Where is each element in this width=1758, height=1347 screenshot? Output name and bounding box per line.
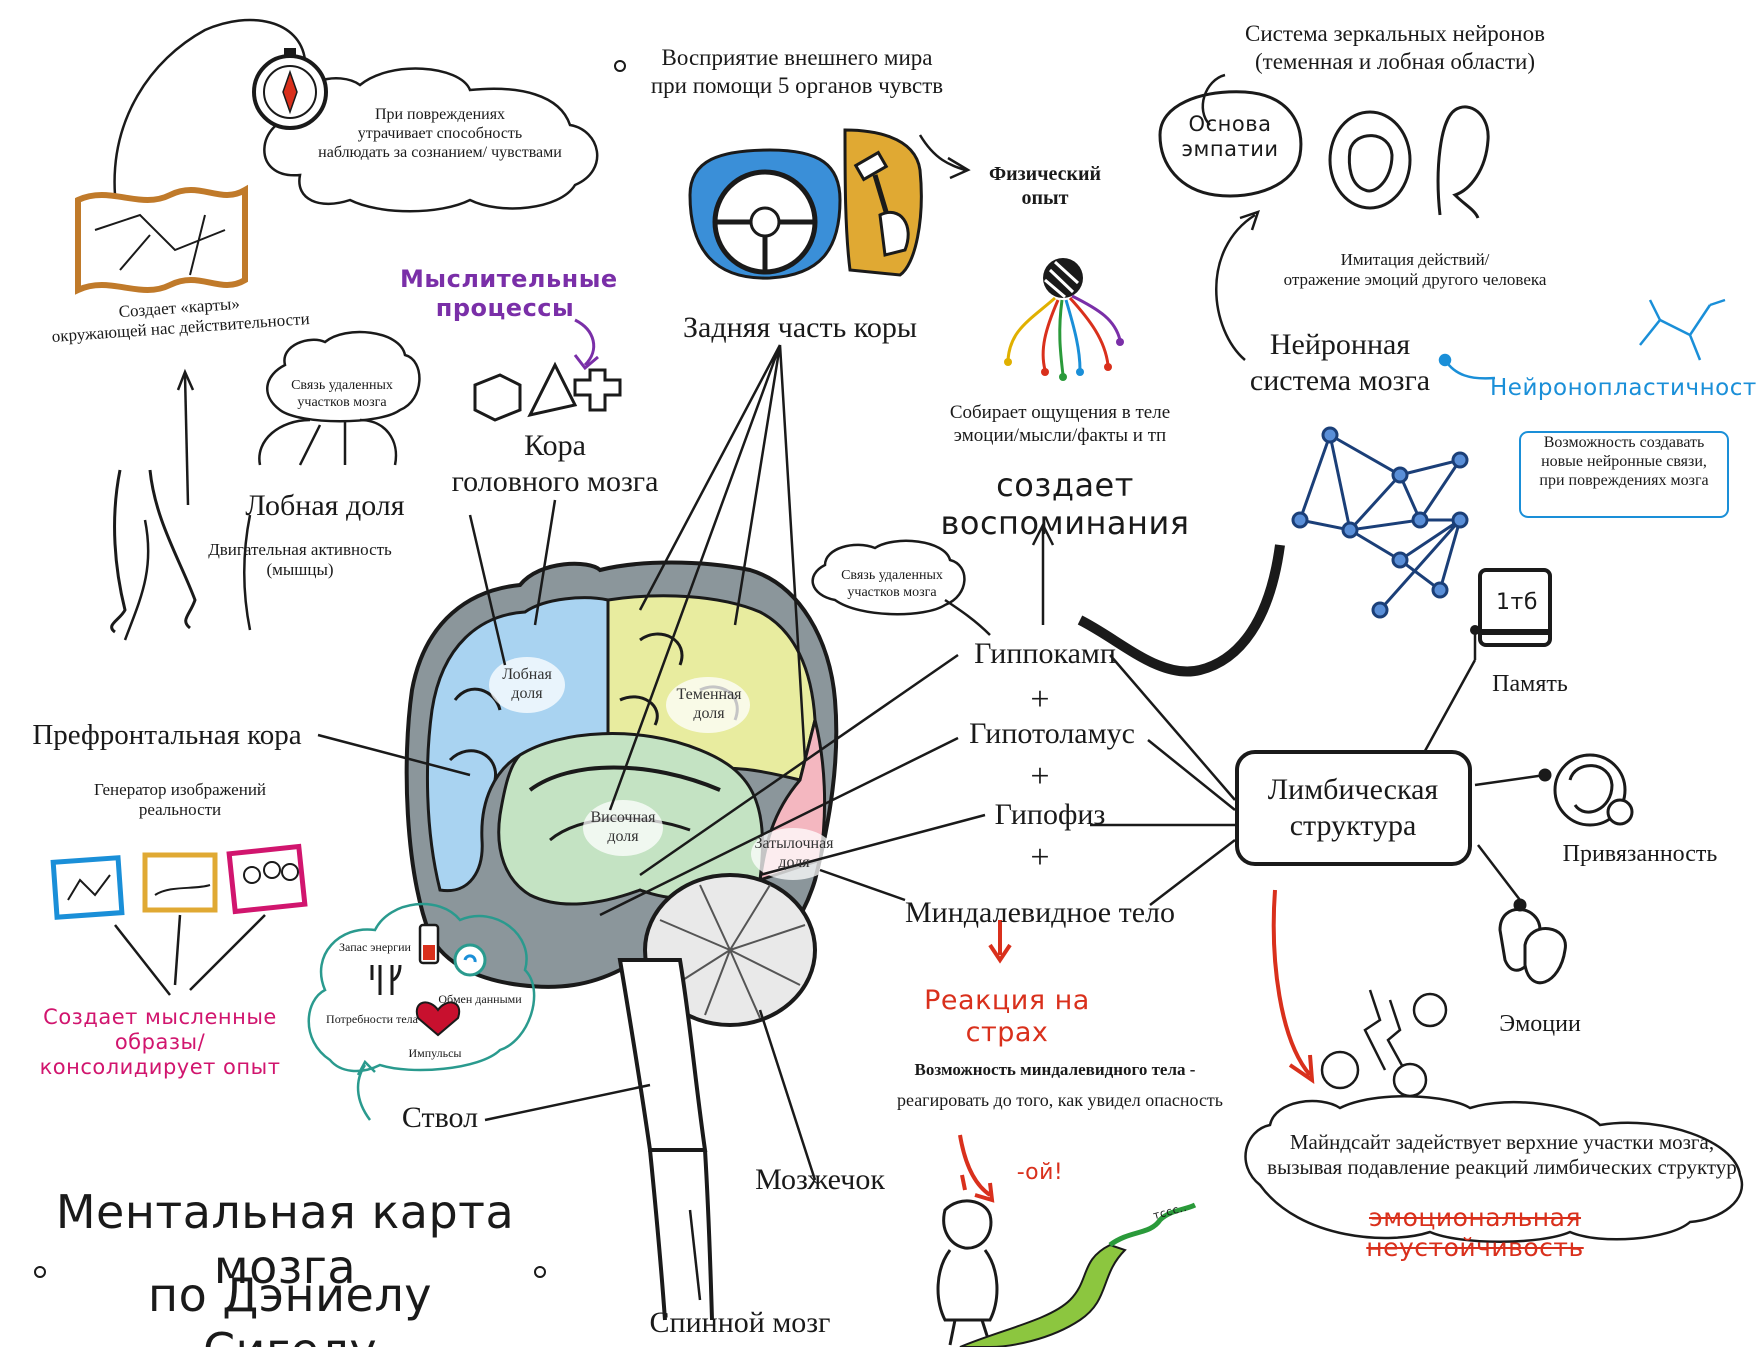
- center-link-cloud: [811, 539, 966, 616]
- compass-icon: [252, 48, 328, 130]
- empathy-basis-label: Основа эмпатии: [1181, 112, 1279, 162]
- geometric-shapes-icon: [473, 361, 622, 422]
- image-generator-text: Генератор изображений реальности: [93, 780, 267, 820]
- perception-text: Восприятие внешнего мира при помощи 5 ор…: [650, 45, 944, 98]
- title-line-1: Ментальная карта мозга: [55, 1185, 515, 1295]
- hard-drive-icon: [1470, 568, 1552, 647]
- creates-images-label: Создает мысленные образы/ консолидирует …: [39, 1005, 281, 1080]
- brain-illustration: [404, 560, 839, 1321]
- spinal-cord: [648, 1149, 714, 1321]
- amygdala-ability-desc: реагировать до того, как увидел опасност…: [896, 1090, 1224, 1110]
- body-sensation-icon: [1004, 258, 1124, 381]
- limbic-structure-label: Лимбическая структура: [1267, 773, 1439, 842]
- frontal-lobe: [425, 596, 610, 893]
- plus-2: +: [1030, 758, 1050, 795]
- hippocampus-label: Гиппокамп: [974, 637, 1116, 670]
- cortex-label: Кора головного мозга: [451, 429, 659, 498]
- amygdala-ability-title: Возможность миндалевидного тела -: [914, 1060, 1196, 1079]
- empathy-oval: [1158, 90, 1303, 198]
- stem-label: Ствол: [401, 1101, 479, 1134]
- temporal-lobe-tag: Височная доля: [590, 809, 656, 846]
- walking-legs-icon: [110, 469, 197, 634]
- mindsight-cloud: [1244, 1095, 1744, 1243]
- corpus-callosum: [528, 765, 721, 792]
- frontal-lobe-tag: Лобная доля: [502, 666, 552, 703]
- neural-network-icon: [1291, 426, 1469, 619]
- mindsight-text: Майндсайт задействует верхние участки мо…: [1267, 1130, 1737, 1180]
- gyri: [448, 632, 739, 781]
- mother-baby-icon: [1538, 753, 1634, 827]
- frontal-link-cloud: [266, 330, 421, 423]
- pituitary-label: Гипофиз: [994, 798, 1106, 831]
- hammer-hand-icon: [843, 128, 923, 277]
- limbic-box: [1235, 750, 1472, 866]
- frontal-link-text: Связь удаленных участков мозга: [291, 378, 393, 410]
- title-line-2: по Дэниелу Сигелу: [148, 1268, 432, 1347]
- one-tb-label: 1тб: [1496, 590, 1538, 615]
- oi-exclamation: -ой!: [1016, 1160, 1064, 1185]
- thinking-processes-label: Мыслительные процессы: [400, 265, 618, 322]
- neural-system-label: Нейронная система мозга: [1249, 328, 1431, 397]
- stem-cloud: [307, 902, 536, 1073]
- neuro-desc-box: [1519, 431, 1729, 518]
- amygdala-label: Миндалевидное тело: [904, 896, 1176, 929]
- creates-memories-label: создает воспоминания: [940, 466, 1190, 543]
- neural-cable: [1077, 544, 1285, 677]
- theatre-masks-icon: [1498, 898, 1567, 985]
- steering-wheel-icon: [688, 148, 842, 280]
- impulses-text: Импульсы: [408, 1046, 462, 1060]
- neuroplasticity-desc: Возможность создавать новые нейронные св…: [1539, 434, 1709, 490]
- cerebellum-label: Мозжечок: [755, 1163, 885, 1196]
- emotional-faces-icon: [1320, 989, 1448, 1098]
- attachment-label: Привязанность: [1562, 841, 1718, 867]
- energy-text: Запас энергии: [339, 940, 411, 954]
- body-needs-text: Потребности тела: [326, 1012, 418, 1026]
- data-exchange-text: Обмен данными: [438, 992, 522, 1006]
- teal-arrow: [356, 1059, 376, 1121]
- emotional-instability-label: эмоциональная неустойчивость: [1366, 1203, 1584, 1262]
- neuroplasticity-icon: [1438, 298, 1726, 380]
- plus-1: +: [1030, 681, 1050, 718]
- parietal-lobe-tag: Теменная доля: [676, 686, 742, 723]
- stem-icons: [370, 923, 487, 1037]
- center-link-text: Связь удаленных участков мозга: [841, 568, 943, 600]
- emotions-label: Эмоции: [1499, 1011, 1581, 1037]
- collects-sensations-text: Собирает ощущения в теле эмоции/мысли/фа…: [949, 402, 1171, 446]
- plus-3: +: [1030, 839, 1050, 876]
- mirror-faces-icon: [1328, 105, 1490, 219]
- imitation-text: Имитация действий/ отражение эмоций друг…: [1283, 250, 1547, 290]
- frontal-lobe-label: Лобная доля: [245, 489, 405, 522]
- prefrontal-cortex-label: Префронтальная кора: [32, 719, 302, 751]
- clouds: [263, 67, 1744, 1243]
- hypothalamus-label: Гипотоламус: [969, 717, 1135, 750]
- purple-arrow-icon: [573, 318, 599, 371]
- physical-experience-label: Физический опыт: [988, 163, 1102, 209]
- spinal-cord-label: Спинной мозг: [649, 1306, 831, 1339]
- motor-activity-text: Двигательная активность (мышцы): [208, 540, 392, 580]
- red-arrows: [958, 889, 1315, 1203]
- posterior-cortex-label: Задняя часть коры: [683, 311, 917, 344]
- damage-note-text: При повреждениях утрачивает способность …: [318, 106, 562, 162]
- map-icon: [75, 184, 248, 295]
- reality-images-icon: [50, 843, 308, 920]
- neuroplasticity-label: Нейронопластичность: [1490, 375, 1758, 401]
- fear-reaction-label: Реакция на страх: [924, 985, 1090, 1049]
- memory-label: Память: [1492, 671, 1568, 697]
- occipital-lobe-tag: Затылочная доля: [754, 835, 834, 872]
- snake-icon: [1108, 1202, 1197, 1248]
- connector-lines: [113, 18, 1546, 1301]
- cerebellum: [643, 873, 817, 1027]
- mirror-neurons-title: Система зеркальных нейронов (теменная и …: [1245, 21, 1545, 74]
